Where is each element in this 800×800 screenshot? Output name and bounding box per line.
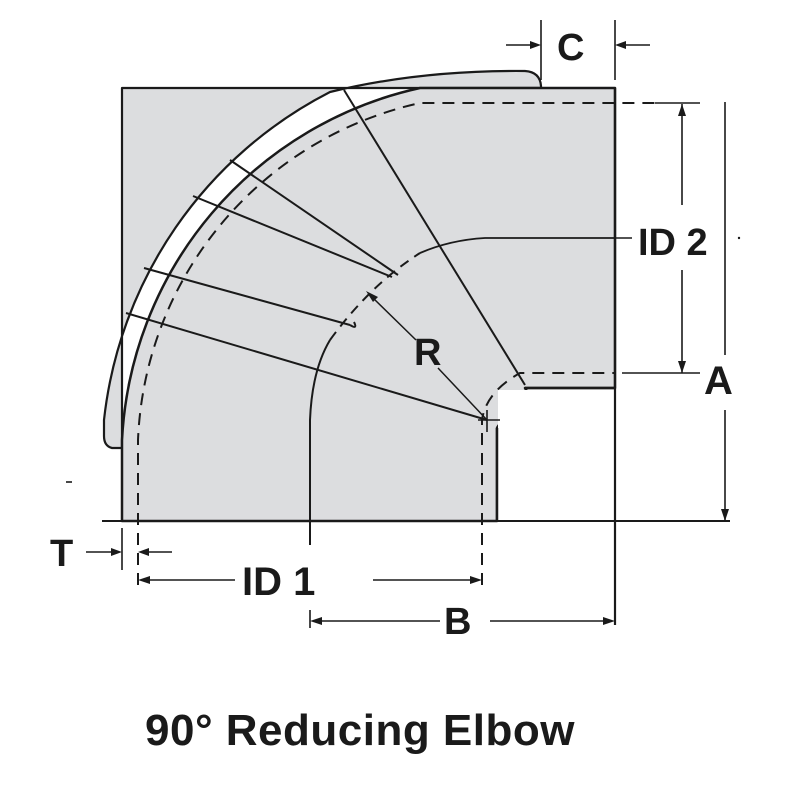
elbow-lines [102, 88, 730, 625]
label-id2: ID 2 [638, 222, 708, 264]
center-mark [478, 410, 500, 432]
label-id1: ID 1 [242, 560, 315, 604]
inner-radius-arc [309, 339, 331, 545]
label-b: B [444, 601, 471, 643]
label-t: T [50, 533, 73, 575]
label-r: R [414, 332, 441, 374]
dimensions [66, 20, 741, 628]
label-a: A [704, 359, 733, 403]
r-leader [371, 296, 488, 421]
elbow-cuff [102, 69, 543, 450]
id-dashed-outer [137, 102, 655, 585]
notch-gap [498, 390, 614, 520]
label-c: C [557, 27, 584, 69]
diagram-title: 90° Reducing Elbow [145, 706, 575, 755]
